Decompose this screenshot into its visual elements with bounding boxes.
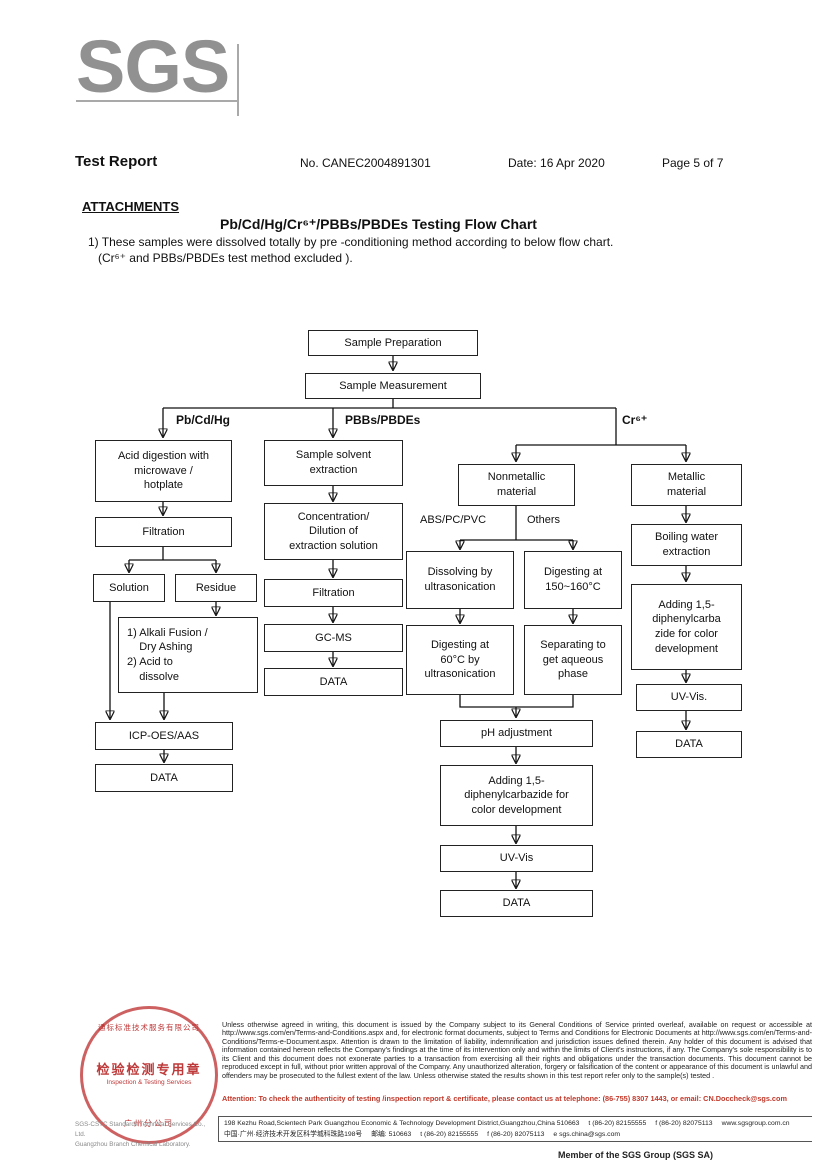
flow-node-digesting-150-160: Digesting at 150~160°C	[524, 551, 622, 609]
flow-node-residue: Residue	[175, 574, 257, 602]
flow-node-uv-vis: UV-Vis	[440, 845, 593, 872]
legal-disclaimer: Unless otherwise agreed in writing, this…	[222, 1020, 812, 1080]
email-link: e sgs.china@sgs.com	[553, 1130, 621, 1138]
flow-node-filtration-mid: Filtration	[264, 579, 403, 607]
website-link: www.sgsgroup.com.cn	[721, 1120, 790, 1127]
flow-node-data-pb: DATA	[95, 764, 233, 792]
flow-node-nonmetallic-material: Nonmetallic material	[458, 464, 575, 506]
report-date: Date: 16 Apr 2020	[508, 156, 605, 170]
flow-node-boiling-water: Boiling water extraction	[631, 524, 742, 566]
address-cn: 中国·广州·经济技术开发区科学城科珠路198号	[224, 1130, 363, 1138]
flow-node-icp-oes-aas: ICP-OES/AAS	[95, 722, 233, 750]
postcode: 邮编: 510663	[371, 1130, 412, 1138]
page-indicator: Page 5 of 7	[662, 156, 724, 170]
logo-rule-horizontal	[76, 100, 238, 102]
logo-rule-vertical	[237, 44, 239, 116]
report-number: No. CANEC2004891301	[300, 156, 431, 170]
stamp-ring-text-top: 通标标准技术服务有限公司	[98, 1023, 200, 1032]
flow-node-metallic-material: Metallic material	[631, 464, 742, 506]
branch-label-pb-cd-hg: Pb/Cd/Hg	[176, 413, 230, 427]
stamp-center-text: 检验检测专用章	[96, 1062, 202, 1077]
branch-label-cr6: Cr⁶⁺	[622, 413, 648, 427]
company-name-block: SGS-CSTC Standards Technical Services Co…	[75, 1120, 217, 1150]
flow-node-digesting-60: Digesting at 60°C by ultrasonication	[406, 625, 514, 695]
company-line-1: SGS-CSTC Standards Technical Services Co…	[75, 1121, 206, 1139]
label-others: Others	[527, 514, 561, 526]
arrow-connector	[459, 695, 574, 708]
flow-node-data-pbb: DATA	[264, 668, 403, 696]
flow-node-alkali-fusion: 1) Alkali Fusion / Dry Ashing 2) Acid to…	[118, 617, 258, 693]
stamp-banner-text: Inspection & Testing Services	[106, 1079, 192, 1086]
flow-node-separating-aqueous: Separating to get aqueous phase	[524, 625, 622, 695]
flow-node-filtration-left: Filtration	[95, 517, 232, 547]
flow-node-gc-ms: GC-MS	[264, 624, 403, 652]
arrow-connector	[129, 547, 216, 561]
stamp-ring-text-bottom: 广州分公司	[124, 1119, 174, 1128]
flow-node-sample-measurement: Sample Measurement	[305, 373, 481, 399]
flow-node-adding-dpc: Adding 1,5- diphenylcarbazide for color …	[440, 765, 593, 826]
phone-cn: t (86-20) 82155555	[420, 1130, 479, 1138]
sgs-member-line: Member of the SGS Group (SGS SA)	[558, 1150, 714, 1160]
address-row-cn: 中国·广州·经济技术开发区科学城科珠路198号 邮编: 510663 t (86…	[224, 1130, 812, 1141]
flow-node-uv-vis-metallic: UV-Vis.	[636, 684, 742, 711]
flow-node-data-cr-nonmetallic: DATA	[440, 890, 593, 917]
label-abs-pc-pvc: ABS/PC/PVC	[420, 514, 487, 526]
flow-node-data-cr-metallic: DATA	[636, 731, 742, 758]
address-row-en: 198 Kezhu Road,Scientech Park Guangzhou …	[224, 1119, 812, 1130]
flow-node-sample-preparation: Sample Preparation	[308, 330, 478, 356]
arrow-connector	[163, 398, 616, 409]
phone-en: t (86-20) 82155555	[588, 1120, 647, 1127]
note-line-1: 1) These samples were dissolved totally …	[88, 235, 614, 249]
flow-node-adding-dpc-metallic: Adding 1,5- diphenylcarba zide for color…	[631, 584, 742, 670]
branch-label-pbbs-pbdes: PBBs/PBDEs	[345, 413, 421, 427]
attention-notice: Attention: To check the authenticity of …	[222, 1094, 787, 1103]
flow-chart-title: Pb/Cd/Hg/Cr⁶⁺/PBBs/PBDEs Testing Flow Ch…	[220, 216, 537, 232]
flow-node-concentration-dilution: Concentration/ Dilution of extraction so…	[264, 503, 403, 560]
flow-node-ph-adjustment: pH adjustment	[440, 720, 593, 747]
attachments-heading: ATTACHMENTS	[82, 199, 180, 214]
flow-node-dissolving-ultrasonication: Dissolving by ultrasonication	[406, 551, 514, 609]
company-line-2: Guangzhou Branch Chemical Laboratory.	[75, 1141, 191, 1149]
flow-node-solvent-extraction: Sample solvent extraction	[264, 440, 403, 486]
inspection-stamp: 通标标准技术服务有限公司 检验检测专用章 Inspection & Testin…	[80, 1006, 218, 1144]
fax-cn: f (86-20) 82075113	[487, 1130, 545, 1138]
flow-node-solution: Solution	[93, 574, 165, 602]
flow-node-acid-digestion: Acid digestion with microwave / hotplate	[95, 440, 232, 502]
address-en: 198 Kezhu Road,Scientech Park Guangzhou …	[224, 1120, 580, 1127]
address-block: 198 Kezhu Road,Scientech Park Guangzhou …	[218, 1116, 812, 1142]
note-line-2: (Cr⁶⁺ and PBBs/PBDEs test method exclude…	[98, 251, 353, 265]
fax-en: f (86-20) 82075113	[655, 1120, 713, 1127]
report-title: Test Report	[75, 153, 158, 170]
sgs-logo: SGS	[76, 25, 230, 108]
arrow-connector	[516, 408, 686, 446]
